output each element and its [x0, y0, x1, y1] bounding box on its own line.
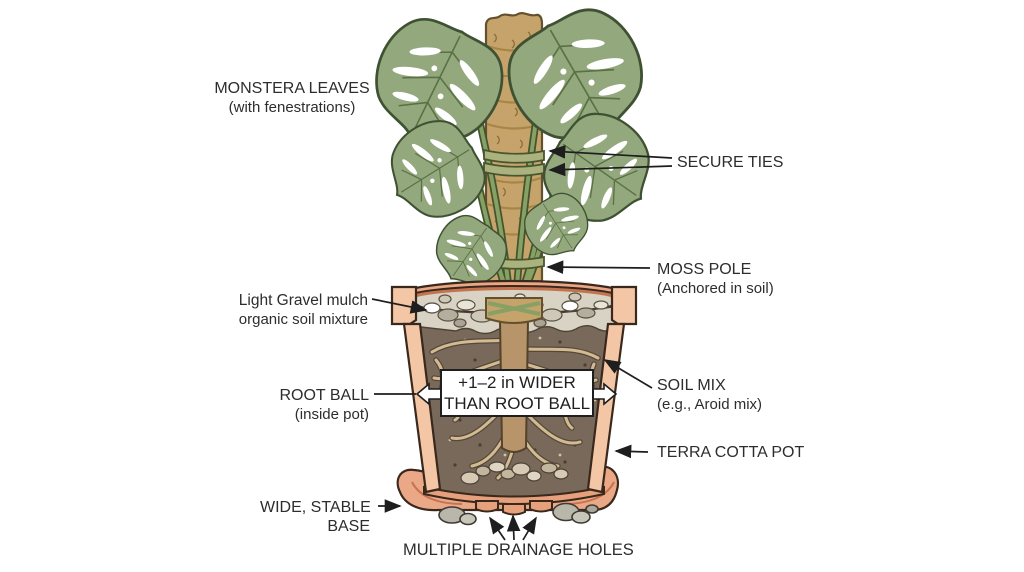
drainage-tab [475, 500, 499, 513]
label-wide-stable-base-title: WIDE, STABLE [260, 499, 371, 516]
wider-note-line2: THAN ROOT BALL [443, 394, 591, 413]
terra-cotta-pot-arrow [614, 444, 649, 459]
label-secure-ties: SECURE TIES [677, 153, 783, 172]
label-moss-pole-title: MOSS POLE [657, 261, 752, 278]
label-terra-cotta-pot-title: TERRA COTTA POT [657, 444, 805, 461]
ground-pebbles [438, 502, 599, 526]
wider-note-line1: +1–2 in WIDER [458, 373, 576, 392]
label-secure-ties-title: SECURE TIES [677, 154, 784, 171]
label-gravel-mulch-subtitle: organic soil mixture [238, 311, 368, 328]
label-moss-pole: MOSS POLE (Anchored in soil) [657, 260, 774, 298]
moss-pole-arrow [546, 260, 651, 274]
label-gravel-mulch: Light Gravel mulch organic soil mixture [228, 291, 368, 329]
drainage-arrow-center [506, 514, 521, 541]
secure-ties-arrow-upper [548, 145, 673, 159]
drainage-tab [529, 500, 553, 513]
label-moss-pole-subtitle: (Anchored in soil) [657, 280, 774, 297]
bottom-stones [460, 461, 569, 485]
label-drainage-holes-title: MULTIPLE DRAINAGE HOLES [403, 541, 634, 559]
label-monstera-leaves-subtitle: (with fenestrations) [228, 99, 356, 116]
wider-than-root-ball-note: +1–2 in WIDER THAN ROOT BALL [440, 369, 594, 417]
pot-floor [423, 485, 605, 516]
callout-lines [371, 145, 673, 541]
label-soil-mix-title: SOIL MIX [657, 377, 726, 394]
label-terra-cotta-pot: TERRA COTTA POT [657, 443, 804, 462]
drainage-tab [502, 503, 526, 516]
label-wide-stable-base-subtitle: BASE [327, 518, 370, 535]
label-root-ball-subtitle: (inside pot) [294, 406, 369, 423]
soil-mix-arrow [603, 359, 653, 389]
label-gravel-mulch-title: Light Gravel mulch [238, 292, 368, 309]
label-root-ball: ROOT BALL (inside pot) [259, 386, 369, 424]
drainage-arrow-right [522, 516, 537, 541]
label-monstera-leaves-title: MONSTERA LEAVES [214, 80, 370, 97]
label-root-ball-title: ROOT BALL [279, 387, 369, 404]
label-drainage-holes: MULTIPLE DRAINAGE HOLES [403, 541, 634, 560]
secure-ties-arrow-lower [548, 162, 673, 177]
label-monstera-leaves: MONSTERA LEAVES (with fenestrations) [214, 79, 370, 117]
label-soil-mix-subtitle: (e.g., Aroid mix) [657, 396, 763, 413]
drainage-arrow-left [489, 516, 506, 541]
label-wide-stable-base: WIDE, STABLE BASE [260, 498, 371, 536]
label-soil-mix: SOIL MIX (e.g., Aroid mix) [657, 376, 762, 414]
gravel-mulch-arrow [371, 298, 428, 314]
